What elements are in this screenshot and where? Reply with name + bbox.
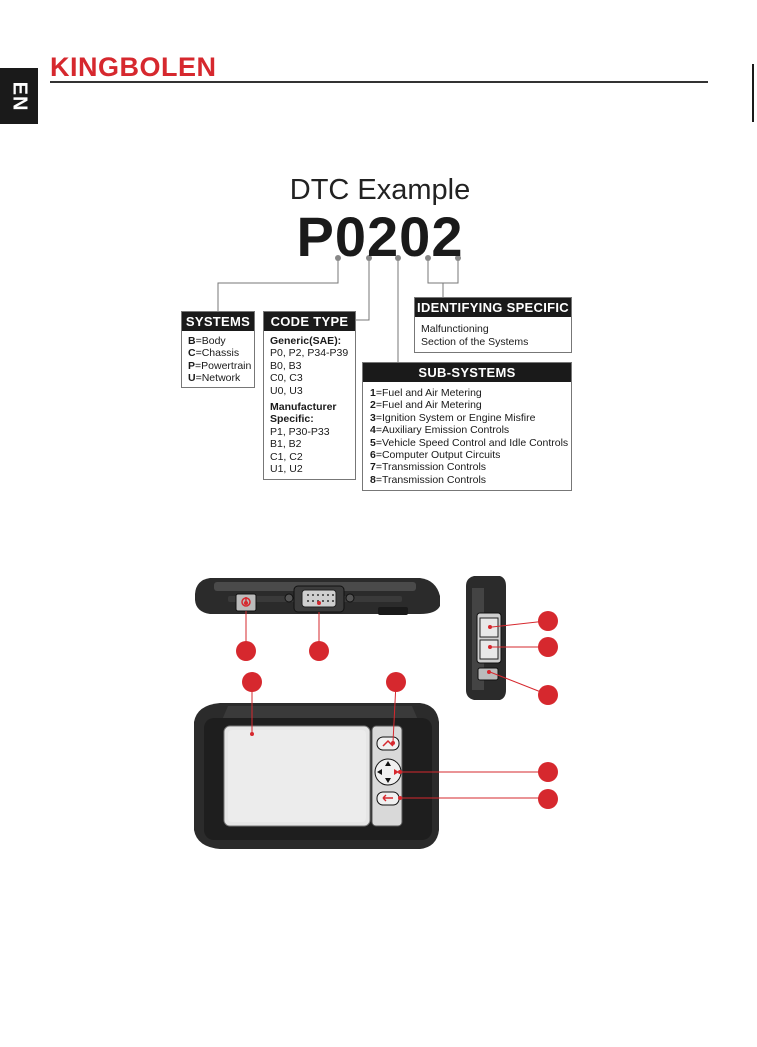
- back-key-icon: [376, 791, 400, 806]
- device-front-view: [194, 703, 439, 849]
- dtc-example-code: P0202: [296, 205, 464, 268]
- sub-systems-item: 8=Transmission Controls: [370, 473, 487, 486]
- obd-connector-icon: [284, 585, 355, 613]
- callout-marker: [538, 611, 558, 631]
- callout-marker: [236, 641, 256, 661]
- manufacturer-line: U1, U2: [270, 463, 303, 476]
- generic-line: U0, U3: [270, 384, 303, 397]
- device-top-view: [195, 578, 440, 615]
- code-type-box: CODE TYPE Generic(SAE): P0, P2, P34-P39 …: [263, 311, 356, 480]
- language-tab: EN: [0, 68, 38, 124]
- device-side-view: [466, 576, 506, 700]
- generic-heading: Generic(SAE):: [270, 335, 342, 347]
- callout-marker: [309, 641, 329, 661]
- sub-systems-item: 2=Fuel and Air Metering: [370, 399, 482, 412]
- callout-marker: [538, 762, 558, 782]
- generic-line: P0, P2, P34-P39: [270, 347, 349, 360]
- callout-marker: [242, 672, 262, 692]
- sub-systems-title: SUB-SYSTEMS: [363, 363, 571, 382]
- identifying-title: IDENTIFYING SPECIFIC: [415, 298, 571, 317]
- callout-marker: [538, 789, 558, 809]
- sub-systems-item: 3=Ignition System or Engine Misfire: [370, 411, 536, 424]
- sub-systems-box: SUB-SYSTEMS 1=Fuel and Air Metering 2=Fu…: [362, 362, 572, 491]
- code-type-title: CODE TYPE: [264, 312, 355, 331]
- home-key-icon: [376, 736, 400, 751]
- callout-marker: [538, 637, 558, 657]
- dtc-connector-lines: [217, 255, 461, 362]
- sub-systems-item: 7=Transmission Controls: [370, 461, 487, 474]
- generic-line: C0, C3: [270, 372, 303, 385]
- callout-markers: [236, 611, 558, 809]
- identifying-specific-box: IDENTIFYING SPECIFIC Malfunctioning Sect…: [414, 297, 572, 353]
- manufacturer-line: C1, C2: [270, 450, 303, 463]
- dtc-example-title: DTC Example: [289, 174, 471, 206]
- systems-item: U=Network: [188, 372, 241, 385]
- header-divider: [50, 81, 708, 83]
- sub-systems-item: 1=Fuel and Air Metering: [370, 387, 482, 399]
- manufacturer-heading-2: Specific:: [270, 413, 314, 426]
- generic-line: B0, B3: [270, 359, 302, 372]
- systems-item: P=Powertrain: [188, 359, 252, 372]
- callout-marker: [538, 685, 558, 705]
- systems-box: SYSTEMS B=Body C=Chassis P=Powertrain U=…: [181, 311, 255, 388]
- manufacturer-line: B1, B2: [270, 438, 302, 451]
- systems-item: B=Body: [188, 335, 226, 347]
- manufacturer-line: P1, P30-P33: [270, 425, 330, 438]
- dpad-icon: [374, 758, 402, 786]
- screen-icon: [223, 725, 371, 827]
- identifying-line: Malfunctioning: [421, 323, 489, 335]
- sub-systems-item: 6=Computer Output Circuits: [370, 449, 501, 462]
- systems-title: SYSTEMS: [182, 312, 254, 331]
- sub-systems-item: 5=Vehicle Speed Control and Idle Control…: [370, 436, 569, 449]
- brand-logo: KINGBOLEN: [50, 52, 217, 82]
- sub-systems-item: 4=Auxiliary Emission Controls: [370, 424, 510, 437]
- callout-marker: [386, 672, 406, 692]
- systems-item: C=Chassis: [188, 347, 240, 360]
- page-edge-marker: [752, 64, 754, 122]
- manufacturer-heading: Manufacturer: [270, 401, 337, 414]
- identifying-line: Section of the Systems: [421, 336, 529, 348]
